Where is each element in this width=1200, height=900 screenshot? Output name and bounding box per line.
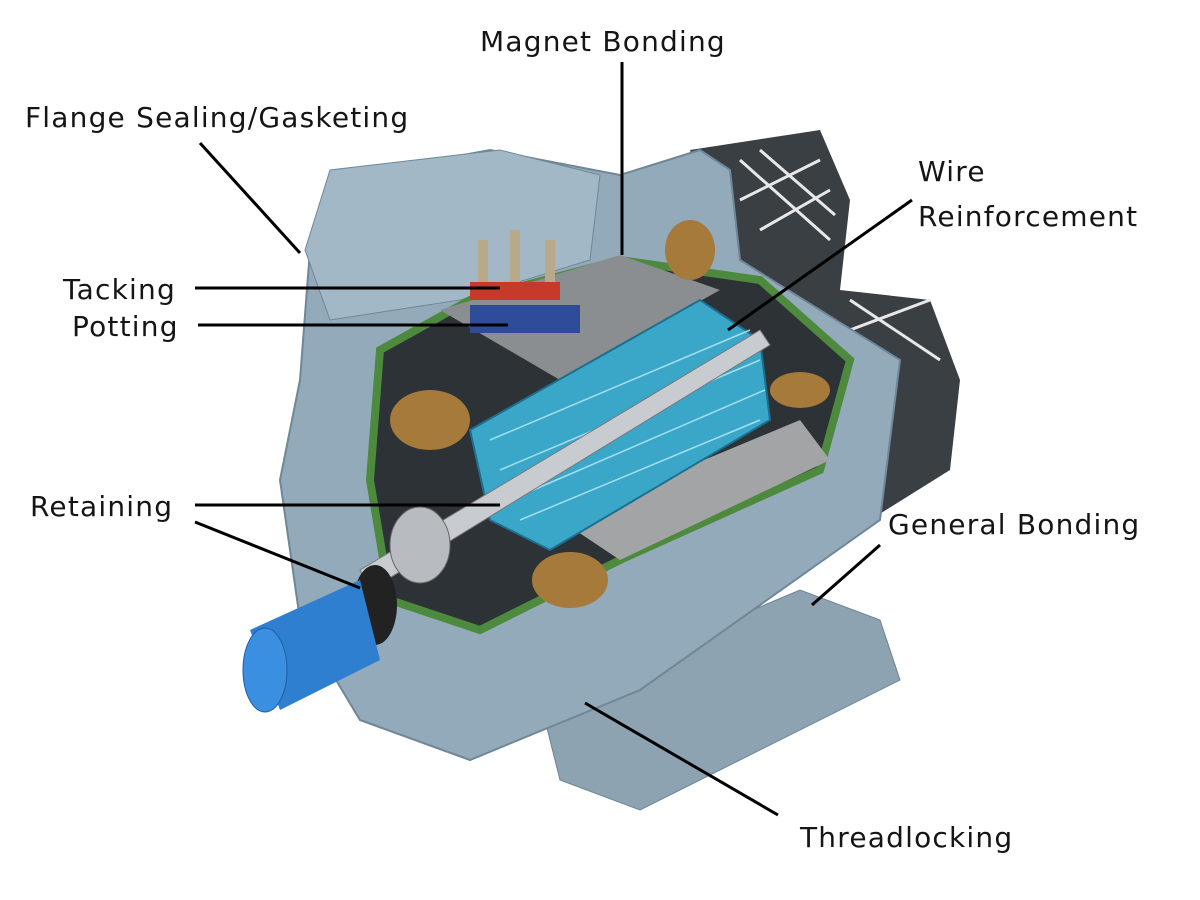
leader-lines [194,62,913,817]
label-magnet-bonding: Magnet Bonding [480,25,726,58]
label-retaining: Retaining [30,490,174,523]
terminal-box [304,149,601,321]
label-flange-sealing: Flange Sealing/Gasketing [25,101,410,134]
winding [665,220,715,280]
leader-threadlocking [584,701,779,817]
label-reinforcement: Reinforcement [918,200,1139,233]
label-potting: Potting [72,310,179,343]
leader-flange-sealing [198,141,302,255]
shaft-end-face [242,627,288,713]
winding [770,372,830,408]
label-wire: Wire [918,155,986,188]
leader-retaining-2 [194,520,361,590]
label-threadlocking: Threadlocking [800,821,1014,854]
leader-general-bonding [811,543,881,607]
terminals [470,230,580,333]
label-tacking: Tacking [63,273,176,306]
label-general-bonding: General Bonding [888,508,1141,541]
stator-lower [560,420,830,560]
leader-wire-reinforcement [727,198,913,332]
bearing [389,506,451,584]
winding [532,552,608,608]
motor-foot [539,589,901,811]
fan-grille [739,148,941,362]
winding [390,390,470,450]
